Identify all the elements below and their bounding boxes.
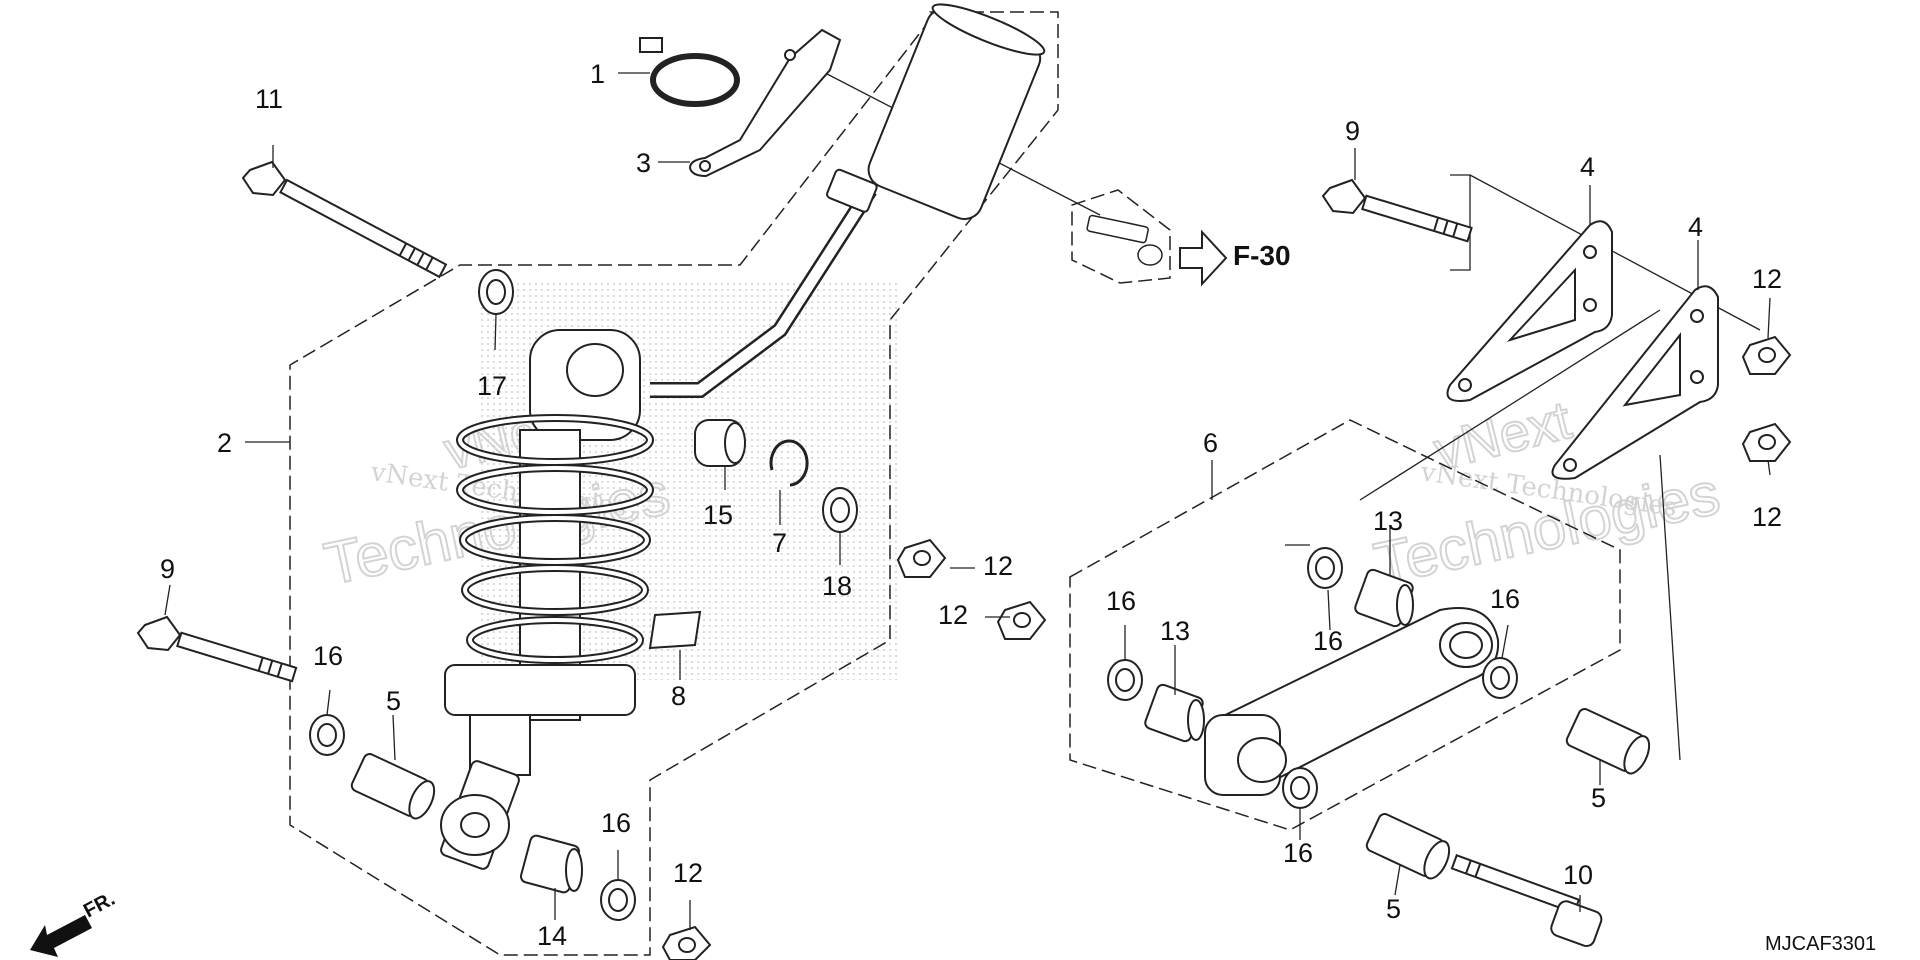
callout-13-top: 13 [1373,506,1403,536]
callout-14: 14 [537,921,567,951]
callout-16-f: 16 [1283,838,1313,868]
shock-absorber [440,3,1046,870]
callout-5-right: 5 [1591,783,1606,813]
bearing-13-top [1354,568,1414,628]
seal-16-b [600,879,636,921]
callout-2: 2 [217,428,232,458]
callout-16-b: 16 [601,808,631,838]
callout-8: 8 [671,681,686,711]
bolt-9-left [136,615,298,683]
bolt-11 [241,160,448,279]
seal-18 [822,487,858,533]
front-direction-arrow-icon: FR. [30,888,119,957]
callout-6: 6 [1203,428,1218,458]
callout-4-right: 4 [1688,212,1703,242]
seal-16-e [1482,657,1518,699]
collar-5-left [350,753,436,820]
callout-12-a: 12 [983,551,1013,581]
callout-12-c: 12 [673,858,703,888]
bolt-reference-outline [1071,189,1171,284]
callout-16-c: 16 [1106,586,1136,616]
callout-5-left: 5 [386,686,401,716]
callout-15: 15 [703,500,733,530]
collar-5-right [1565,708,1651,775]
link-plate-left [1446,220,1613,402]
callout-5-bottom: 5 [1386,894,1401,924]
callout-12-b: 12 [938,600,968,630]
callout-12-e: 12 [1752,502,1782,532]
callout-9-right: 9 [1345,116,1360,146]
nut-12-a [896,538,947,578]
shock-group-outline [289,11,1059,956]
callout-18: 18 [822,571,852,601]
callout-16-e: 16 [1490,584,1520,614]
nut-12-d [1741,335,1792,375]
callout-1: 1 [590,59,605,89]
callout-13-bottom: 13 [1160,616,1190,646]
diagram-code: MJCAF3301 [1765,933,1876,955]
seal-16-a [309,714,345,756]
callout-10: 10 [1563,860,1593,890]
seal-16-f [1282,767,1318,809]
f30-arrow-icon [1179,229,1228,287]
callout-9-left: 9 [160,554,175,584]
bolt-9-right [1321,178,1473,243]
seal-16-c [1107,659,1143,701]
seal-17 [478,269,514,315]
circlip-7 [769,439,809,487]
callout-7: 7 [772,528,787,558]
callout-16-d: 16 [1313,626,1343,656]
callout-numbers: 1 2 3 4 4 5 5 5 6 7 8 9 9 10 11 12 12 12… [160,59,1782,951]
reference-bolt-icon [1086,214,1163,266]
reference-label-f30: F-30 [1233,240,1291,271]
callout-3: 3 [636,148,651,178]
collar-5-bottom [1365,813,1451,880]
callout-16-a: 16 [313,641,343,671]
bearing-13-bottom [1144,683,1205,743]
clamp-bracket [688,28,842,178]
bearing-14 [519,834,583,894]
nut-12-e [1741,422,1792,462]
callout-11: 11 [255,84,283,114]
nut-12-b [996,600,1047,640]
bolt-10 [1450,854,1603,948]
linkage-group-outline [1069,419,1621,831]
label-8 [648,610,702,650]
hose-clamp [639,37,740,107]
callout-4-left: 4 [1580,152,1595,182]
seal-16-d [1307,547,1343,589]
nut-12-c [661,925,712,960]
link-arm [1203,607,1500,796]
link-plate-right [1551,285,1719,480]
callout-17: 17 [477,371,507,401]
callout-12-d: 12 [1752,264,1782,294]
bush-15 [694,419,746,467]
